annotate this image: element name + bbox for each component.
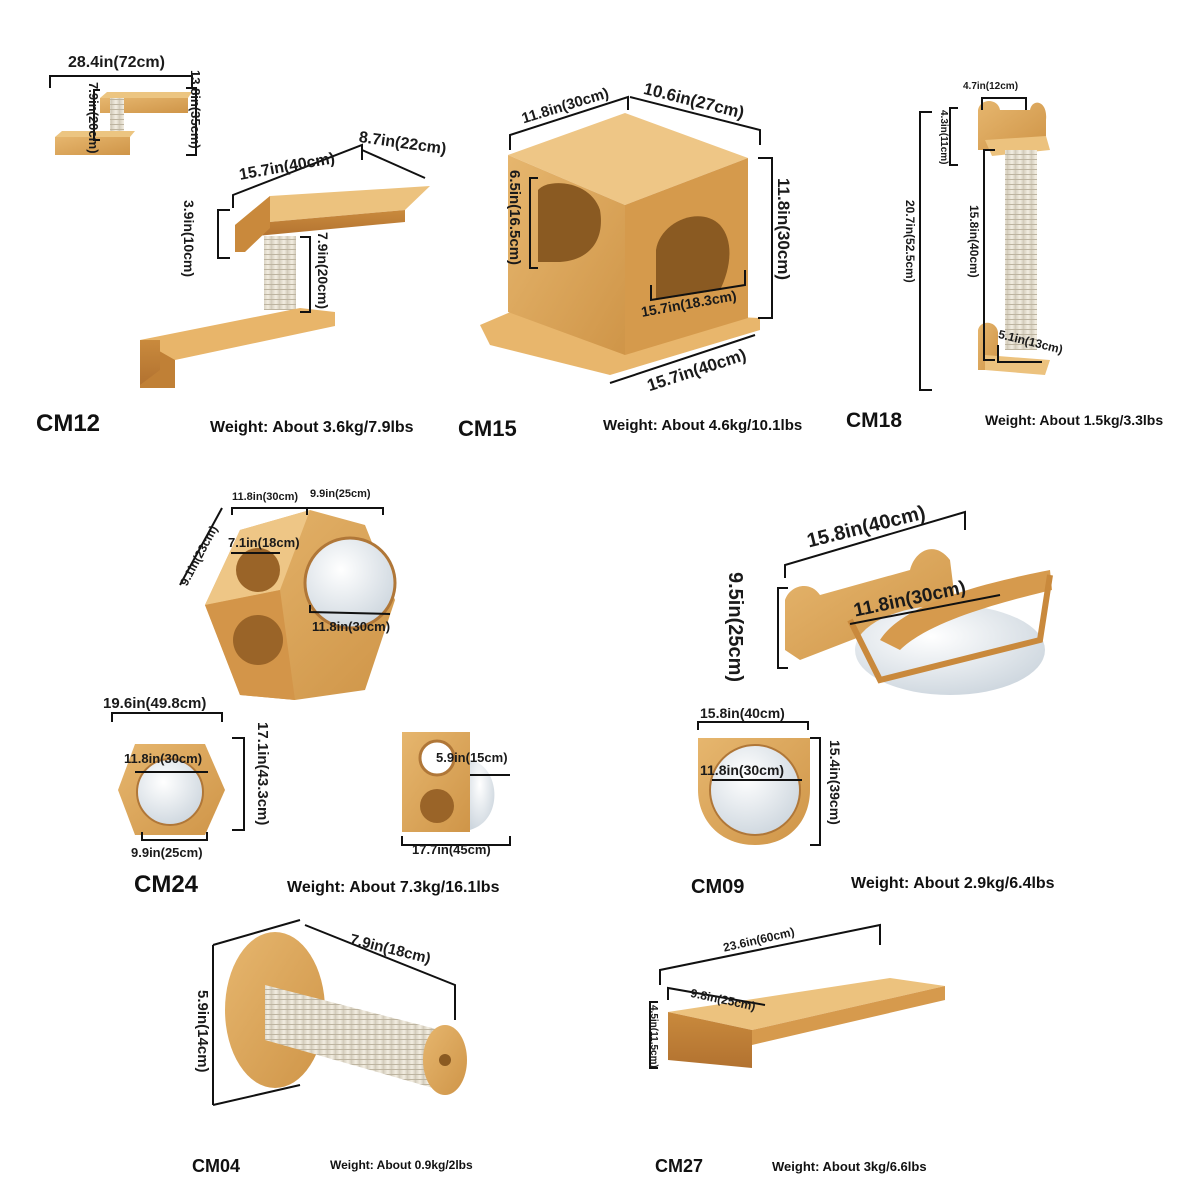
cm24-side-view: [402, 732, 495, 832]
cm09-top-width: 15.8in(40cm): [700, 705, 785, 721]
cm12-weight: Weight: About 3.6kg/7.9lbs: [210, 419, 414, 436]
cm09-top-bowl: 11.8in(30cm): [700, 762, 785, 778]
cm24-front-view: [118, 744, 225, 835]
cm24-weight: Weight: About 7.3kg/16.1lbs: [287, 879, 500, 896]
cm15-height: 11.8in(30cm): [774, 178, 793, 281]
cm12-overall-width: 28.4in(72cm): [68, 54, 165, 71]
cm12-overall-height: 13.8in(35cm): [188, 70, 203, 149]
cm04-code: CM04: [192, 1156, 241, 1176]
cm12-post-height: 7.9in(20cm): [315, 232, 331, 310]
cm18-top-width: 4.7in(12cm): [963, 81, 1019, 92]
cm24-front-bowl: 11.8in(30cm): [124, 751, 203, 766]
cm27-height: 4.5in(11.5cm): [648, 1005, 659, 1068]
cm12-inset-height: 7.9in(20cm): [86, 82, 101, 154]
cm24-code: CM24: [134, 871, 199, 898]
cm24-hex-side: 9.9in(25cm): [310, 488, 371, 500]
cm24-side-width: 17.7in(45cm): [412, 842, 491, 857]
cm12-code: CM12: [36, 410, 101, 437]
cm15-weight: Weight: About 4.6kg/10.1lbs: [603, 417, 803, 434]
cm24-small-hole: 7.1in(18cm): [228, 535, 300, 550]
cm18-post-height: 15.8in(40cm): [967, 205, 981, 278]
cm04-weight: Weight: About 0.9kg/2lbs: [330, 1158, 473, 1172]
cm18-top-height: 4.3in(11cm): [938, 110, 949, 165]
cm15-code: CM15: [458, 416, 517, 441]
cm09-top-height: 15.4in(39cm): [827, 740, 843, 825]
cm24-front-height: 17.1in(43.3cm): [254, 722, 271, 826]
cm24-hexagon: [205, 510, 397, 700]
cm04-diameter: 5.9in(14cm): [194, 990, 211, 1073]
cm09-height: 9.5in(25cm): [724, 572, 746, 683]
cm24-hex-depth: 11.8in(30cm): [232, 491, 299, 503]
cm18-code: CM18: [846, 409, 903, 432]
cm27-code: CM27: [655, 1156, 704, 1176]
cm09-bowl: [785, 549, 1053, 695]
cm27-weight: Weight: About 3kg/6.6lbs: [772, 1159, 927, 1174]
cm09-weight: Weight: About 2.9kg/6.4lbs: [851, 875, 1055, 892]
cm12-shelf: [140, 186, 430, 388]
cm24-front-base: 9.9in(25cm): [131, 845, 203, 860]
cm24-front-width: 19.6in(49.8cm): [103, 695, 207, 712]
cm12-thumbnail: [55, 92, 192, 155]
cm09-front-view: [698, 738, 810, 845]
cm18-weight: Weight: About 1.5kg/3.3lbs: [985, 412, 1164, 428]
cm04-scratcher: [225, 932, 467, 1095]
cm15-hole-height: 6.5in(16.5cm): [506, 170, 523, 266]
cm09-code: CM09: [691, 876, 745, 898]
cm15-cube: [480, 113, 760, 375]
cm18-post: [978, 101, 1050, 375]
cm18-total-height: 20.7in(52.5cm): [903, 200, 917, 283]
cm27-shelf: [668, 978, 945, 1068]
cm24-side-hole: 5.9in(15cm): [436, 750, 508, 765]
cm12-bracket-height: 3.9in(10cm): [181, 200, 197, 278]
dimension-lines: [49, 75, 1042, 1106]
cm24-bowl: 11.8in(30cm): [312, 619, 391, 634]
